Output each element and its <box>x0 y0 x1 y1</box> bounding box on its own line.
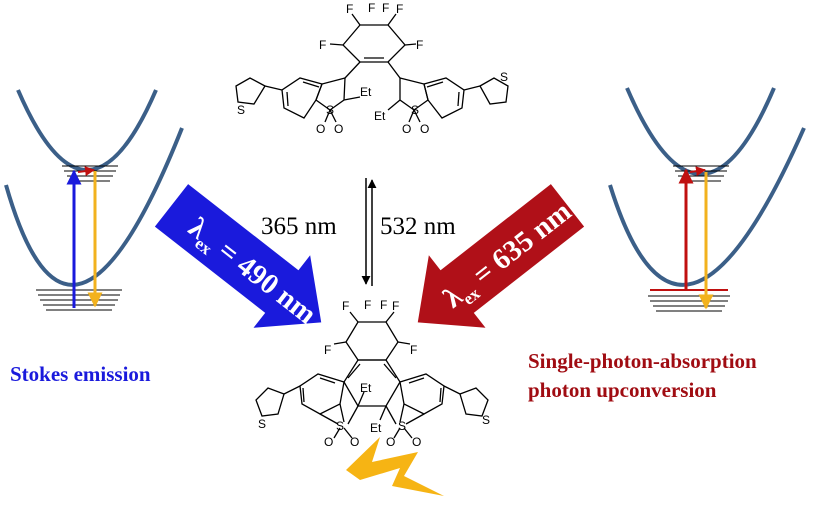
svg-text:O: O <box>402 122 411 136</box>
svg-text:O: O <box>316 122 325 136</box>
svg-text:F: F <box>392 299 399 313</box>
svg-text:Et: Et <box>360 85 372 99</box>
svg-text:F: F <box>342 299 349 313</box>
left-excited-curve <box>16 89 158 172</box>
svg-text:O: O <box>350 435 359 449</box>
svg-text:S: S <box>258 417 266 431</box>
svg-text:F: F <box>380 298 387 312</box>
svg-text:F: F <box>396 2 403 16</box>
right-relax-arrow <box>689 166 706 177</box>
closed-form-atom-labels: F F F F F F Et Et S O O S O O S S <box>258 298 490 449</box>
svg-text:O: O <box>324 435 333 449</box>
upconversion-caption-line1: Single-photon-absorption <box>528 349 757 373</box>
svg-text:S: S <box>336 419 344 433</box>
left-energy-diagram <box>4 89 184 311</box>
svg-text:S: S <box>237 103 245 117</box>
left-ground-curve <box>4 127 184 287</box>
photoswitch-equilibrium-arrows <box>361 178 377 286</box>
svg-text:S: S <box>398 419 406 433</box>
svg-text:Et: Et <box>374 109 386 123</box>
svg-text:Et: Et <box>360 381 372 395</box>
left-ground-levels <box>36 289 122 311</box>
svg-text:O: O <box>412 435 421 449</box>
right-excited-curve <box>625 87 776 176</box>
svg-text:F: F <box>346 2 353 16</box>
open-form-atom-labels: F F F F F F S O O Et S O O Et S S <box>237 1 508 136</box>
open-form-molecule <box>235 13 509 123</box>
svg-text:S: S <box>411 103 419 117</box>
left-relax-arrow <box>77 166 95 177</box>
svg-text:S: S <box>482 413 490 427</box>
svg-text:F: F <box>410 343 417 357</box>
right-energy-diagram <box>608 87 806 312</box>
svg-text:Et: Et <box>370 421 382 435</box>
svg-text:F: F <box>368 1 375 15</box>
right-ground-levels <box>648 289 730 312</box>
blue-excitation-arrow: λex = 490 nm <box>154 184 322 331</box>
svg-text:O: O <box>386 435 395 449</box>
svg-text:F: F <box>364 298 371 312</box>
red-excitation-arrow: λex = 635 nm <box>417 184 585 328</box>
svg-text:F: F <box>382 1 389 15</box>
svg-text:F: F <box>416 38 423 52</box>
lightning-bolt-icon <box>346 437 444 496</box>
svg-text:O: O <box>334 122 343 136</box>
svg-text:O: O <box>420 122 429 136</box>
svg-text:F: F <box>319 38 326 52</box>
stokes-emission-caption: Stokes emission <box>10 362 151 386</box>
svg-text:S: S <box>500 70 508 84</box>
closed-form-molecule <box>255 311 489 439</box>
upconversion-caption-line2: photon upconversion <box>528 378 717 402</box>
right-ground-curve <box>608 127 806 287</box>
svg-text:F: F <box>324 343 331 357</box>
svg-text:S: S <box>326 103 334 117</box>
reverse-wavelength-label: 532 nm <box>380 213 456 240</box>
forward-wavelength-label: 365 nm <box>261 213 337 240</box>
